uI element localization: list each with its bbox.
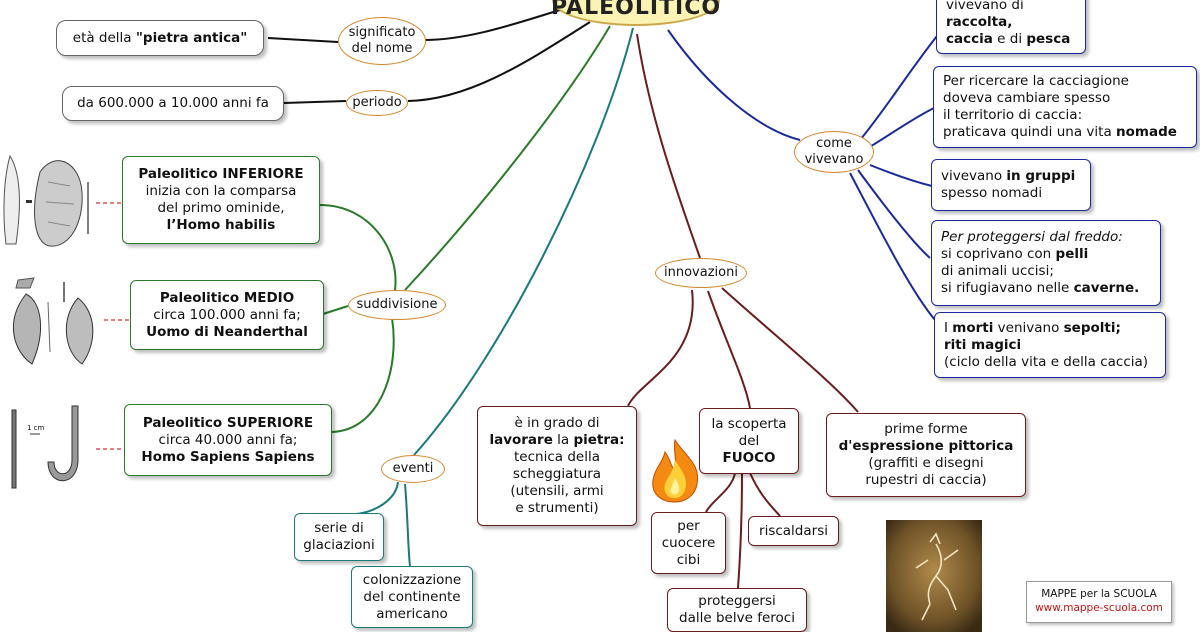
eventi-oval: eventi — [381, 455, 445, 483]
cuocere-box: per cuocere cibi — [651, 512, 726, 574]
stone-tools-superiore-image — [11, 405, 79, 489]
significato-oval: significato del nome — [338, 17, 426, 65]
paleolitico-inferiore-box: Paleolitico INFERIORE inizia con la comp… — [122, 156, 320, 244]
fuoco-box: la scoperta del FUOCO — [699, 408, 799, 474]
raccolta-box: vivevano di raccolta, caccia e di pesca — [936, 0, 1086, 54]
pittorica-box: prime forme d'espressione pittorica (gra… — [826, 413, 1026, 497]
meaning-box: età della "pietra antica" — [56, 20, 264, 56]
morti-box: I morti venivano sepolti; riti magici (c… — [934, 312, 1166, 378]
credit-box: MAPPE per la SCUOLA www.mappe-scuola.com — [1026, 581, 1172, 623]
freddo-box: Per proteggersi dal freddo: si coprivano… — [931, 220, 1161, 306]
innovazioni-oval: innovazioni — [655, 258, 747, 288]
scale-label: 1 cm — [27, 424, 45, 432]
glaciazioni-box: serie di glaciazioni — [294, 513, 384, 561]
fire-icon — [652, 438, 699, 503]
period-box: da 600.000 a 10.000 anni fa — [62, 86, 284, 121]
credit-url[interactable]: www.mappe-scuola.com — [1035, 602, 1163, 614]
proteggersi-box: proteggersi dalle belve feroci — [667, 588, 807, 632]
come-vivevano-oval: come vivevano — [794, 131, 874, 173]
nomade-box: Per ricercare la cacciagione doveva camb… — [933, 66, 1197, 148]
colonizzazione-box: colonizzazione del continente americano — [351, 566, 473, 628]
riscaldarsi-box: riscaldarsi — [748, 516, 839, 546]
cave-painting-image — [886, 520, 982, 632]
gruppi-box: vivevano in gruppi spesso nomadi — [931, 159, 1091, 211]
pietra-box: è in grado di lavorare la pietra: tecnic… — [477, 406, 637, 526]
periodo-oval: periodo — [346, 90, 408, 116]
stone-tools-inferiore-image — [3, 154, 89, 247]
paleolitico-superiore-box: Paleolitico SUPERIORE circa 40.000 anni … — [124, 404, 332, 476]
stone-tools-medio-image — [12, 277, 94, 365]
suddivisione-oval: suddivisione — [348, 290, 446, 320]
paleolitico-medio-box: Paleolitico MEDIO circa 100.000 anni fa;… — [130, 280, 324, 350]
